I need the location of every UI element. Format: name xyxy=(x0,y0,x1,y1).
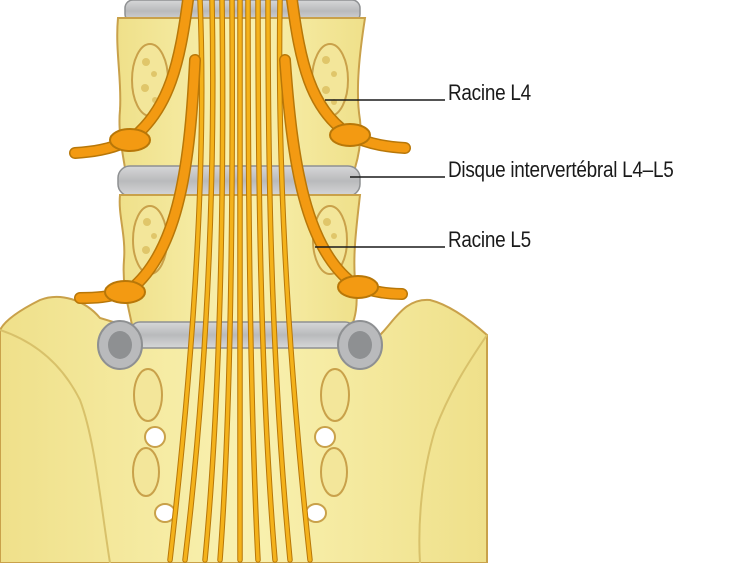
root-l4-nerves xyxy=(69,0,411,159)
label-disc-l4-l5: Disque intervertébral L4–L5 xyxy=(448,157,674,182)
root-l5-nerves xyxy=(74,54,408,304)
label-root-l5: Racine L5 xyxy=(448,227,531,252)
cauda-equina xyxy=(167,0,313,563)
leader-lines xyxy=(315,99,445,248)
label-root-l4: Racine L4 xyxy=(448,80,531,105)
